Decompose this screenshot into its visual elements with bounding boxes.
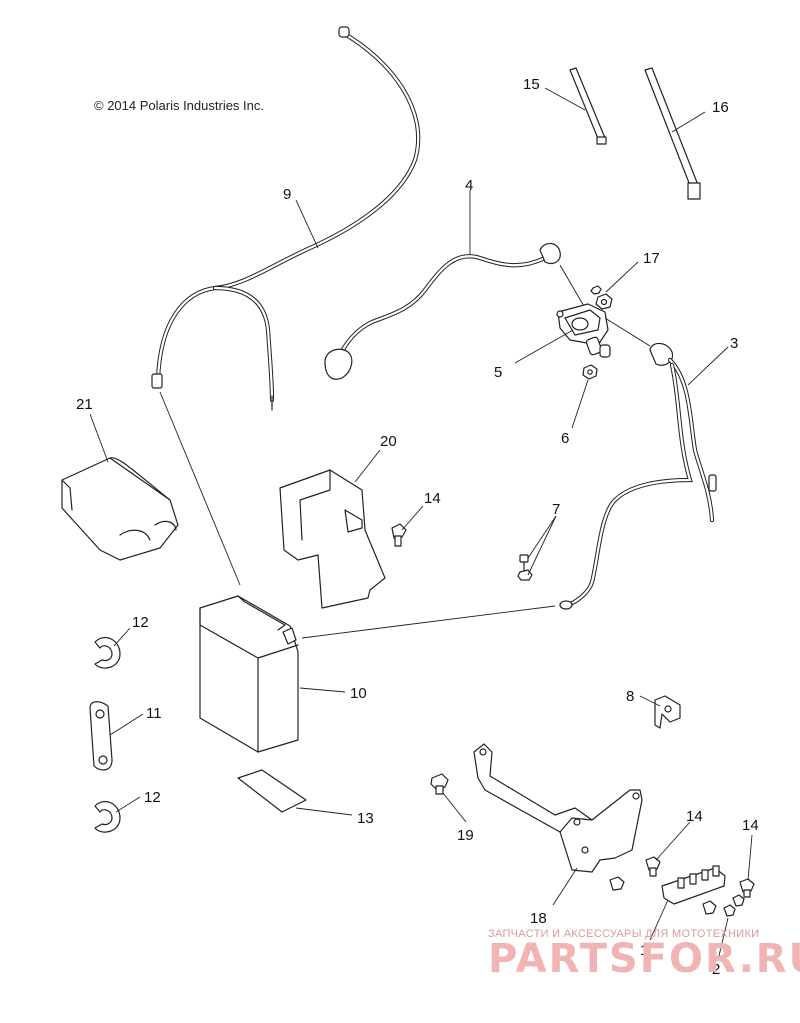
part-1-terminal-block[interactable] [661, 865, 726, 905]
callout-5: 5 [494, 364, 502, 381]
copyright-notice: © 2014 Polaris Industries Inc. [94, 98, 264, 113]
part-13-pad[interactable] [237, 769, 307, 813]
part-18-mounting-bracket[interactable] [473, 743, 643, 873]
part-17-nut[interactable] [590, 285, 613, 310]
part-19-bolt[interactable] [430, 773, 449, 795]
bolt-near-bracket[interactable] [609, 876, 625, 891]
callout-14b: 14 [686, 808, 703, 825]
callout-12b: 12 [144, 789, 161, 806]
callout-4: 4 [465, 177, 473, 194]
part-8-clamp[interactable] [654, 695, 681, 729]
callout-13: 13 [357, 810, 374, 827]
part-12-clip-upper[interactable] [94, 637, 121, 669]
callout-10: 10 [350, 685, 367, 702]
part-14-bolt-right[interactable] [739, 878, 755, 898]
callout-6: 6 [561, 430, 569, 447]
part-16-cable-tie[interactable] [644, 67, 701, 200]
part-7-bolts[interactable] [517, 554, 533, 581]
part-21-battery-cover[interactable] [61, 457, 179, 561]
callout-19: 19 [457, 827, 474, 844]
part-6-nut[interactable] [582, 364, 598, 380]
callout-9: 9 [283, 186, 291, 203]
callout-1: 1 [640, 942, 648, 959]
part-5-solenoid[interactable] [556, 303, 611, 358]
callout-14c: 14 [742, 817, 759, 834]
part-20-bracket[interactable] [279, 469, 386, 609]
callout-15: 15 [523, 76, 540, 93]
part-4-cable[interactable] [324, 242, 561, 380]
callout-14a: 14 [424, 490, 441, 507]
part-9-battery-cable[interactable] [151, 26, 421, 411]
watermark: ЗАПЧАСТИ И АКСЕССУАРЫ ДЛЯ МОТОТЕХНИКИ PA… [488, 928, 800, 982]
part-14-bolt-upper[interactable] [391, 523, 407, 547]
callout-11: 11 [146, 705, 162, 722]
watermark-brand: PARTSFOR.RU [488, 936, 800, 982]
part-3-cable[interactable] [559, 342, 717, 610]
callout-7: 7 [552, 501, 560, 518]
callout-21: 21 [76, 396, 93, 413]
callout-3: 3 [730, 335, 738, 352]
callout-8: 8 [626, 688, 634, 705]
part-12-clip-lower[interactable] [94, 801, 121, 833]
part-15-cable-tie[interactable] [569, 67, 607, 145]
callout-20: 20 [380, 433, 397, 450]
part-2-nuts[interactable] [702, 894, 745, 917]
part-11-hold-down[interactable] [89, 701, 113, 771]
part-14-bolt-middle[interactable] [645, 856, 661, 877]
callout-2: 2 [712, 961, 720, 978]
callout-16: 16 [712, 99, 729, 116]
watermark-subtitle: ЗАПЧАСТИ И АКСЕССУАРЫ ДЛЯ МОТОТЕХНИКИ [488, 928, 760, 940]
part-10-battery[interactable] [199, 595, 299, 753]
callout-17: 17 [643, 250, 660, 267]
callout-18: 18 [530, 910, 547, 927]
callout-12a: 12 [132, 614, 149, 631]
